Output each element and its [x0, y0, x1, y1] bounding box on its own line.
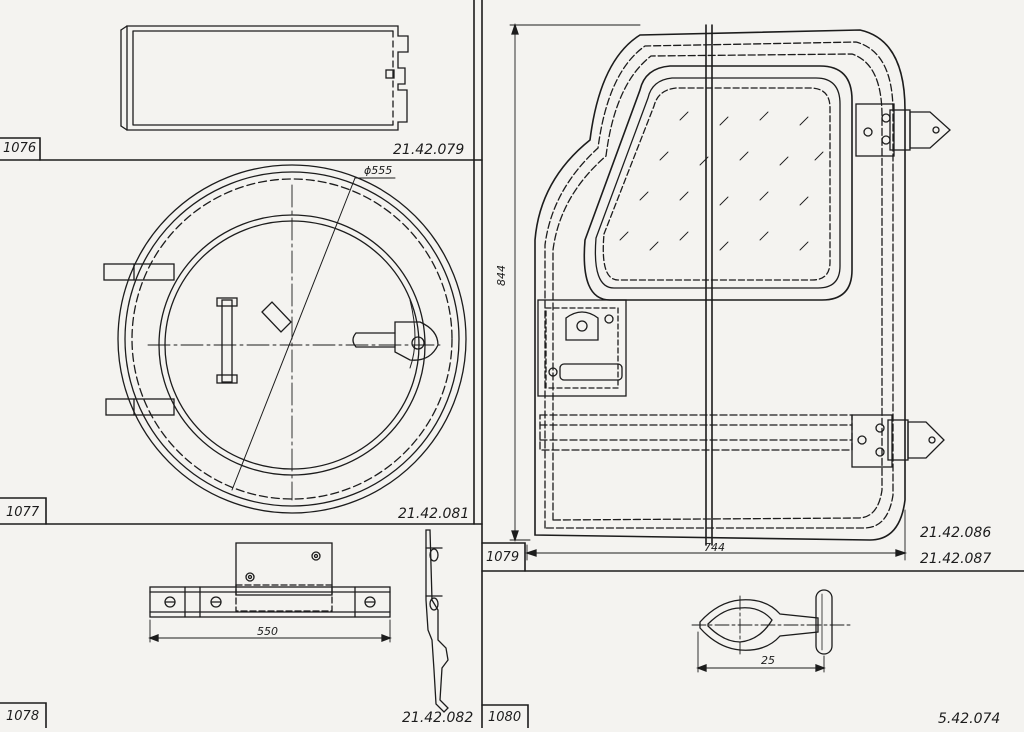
- panel-1079-code-2: 21.42.087: [920, 551, 992, 567]
- panel-1079-number: 1079: [486, 550, 520, 565]
- panel-1079-height: 844: [495, 265, 508, 286]
- panel-1077-code: 21.42.081: [398, 506, 470, 522]
- panel-1078-length: 550: [257, 625, 278, 638]
- panel-1078-number: 1078: [6, 709, 40, 724]
- panel-1080-number: 1080: [488, 710, 522, 725]
- panel-1079-code-1: 21.42.086: [920, 525, 992, 541]
- part-1078-hinge: [148, 529, 449, 713]
- panel-1077-diameter: ϕ555: [364, 164, 393, 177]
- part-1079-door: [509, 22, 951, 561]
- glass-hatching: [619, 111, 824, 251]
- panel-1079-width: 744: [704, 541, 725, 554]
- panel-1076-number: 1076: [3, 141, 37, 156]
- part-1080-handle: [691, 589, 851, 673]
- panel-1080-code: 5.42.074: [938, 711, 1001, 727]
- part-1076-cover: [120, 25, 409, 131]
- part-1077-round-hatch: [103, 164, 467, 514]
- panel-1078-code: 21.42.082: [402, 710, 474, 726]
- panel-1080-length: 25: [761, 654, 775, 667]
- panel-1076-code: 21.42.079: [393, 142, 465, 158]
- panel-1077-number: 1077: [6, 505, 40, 520]
